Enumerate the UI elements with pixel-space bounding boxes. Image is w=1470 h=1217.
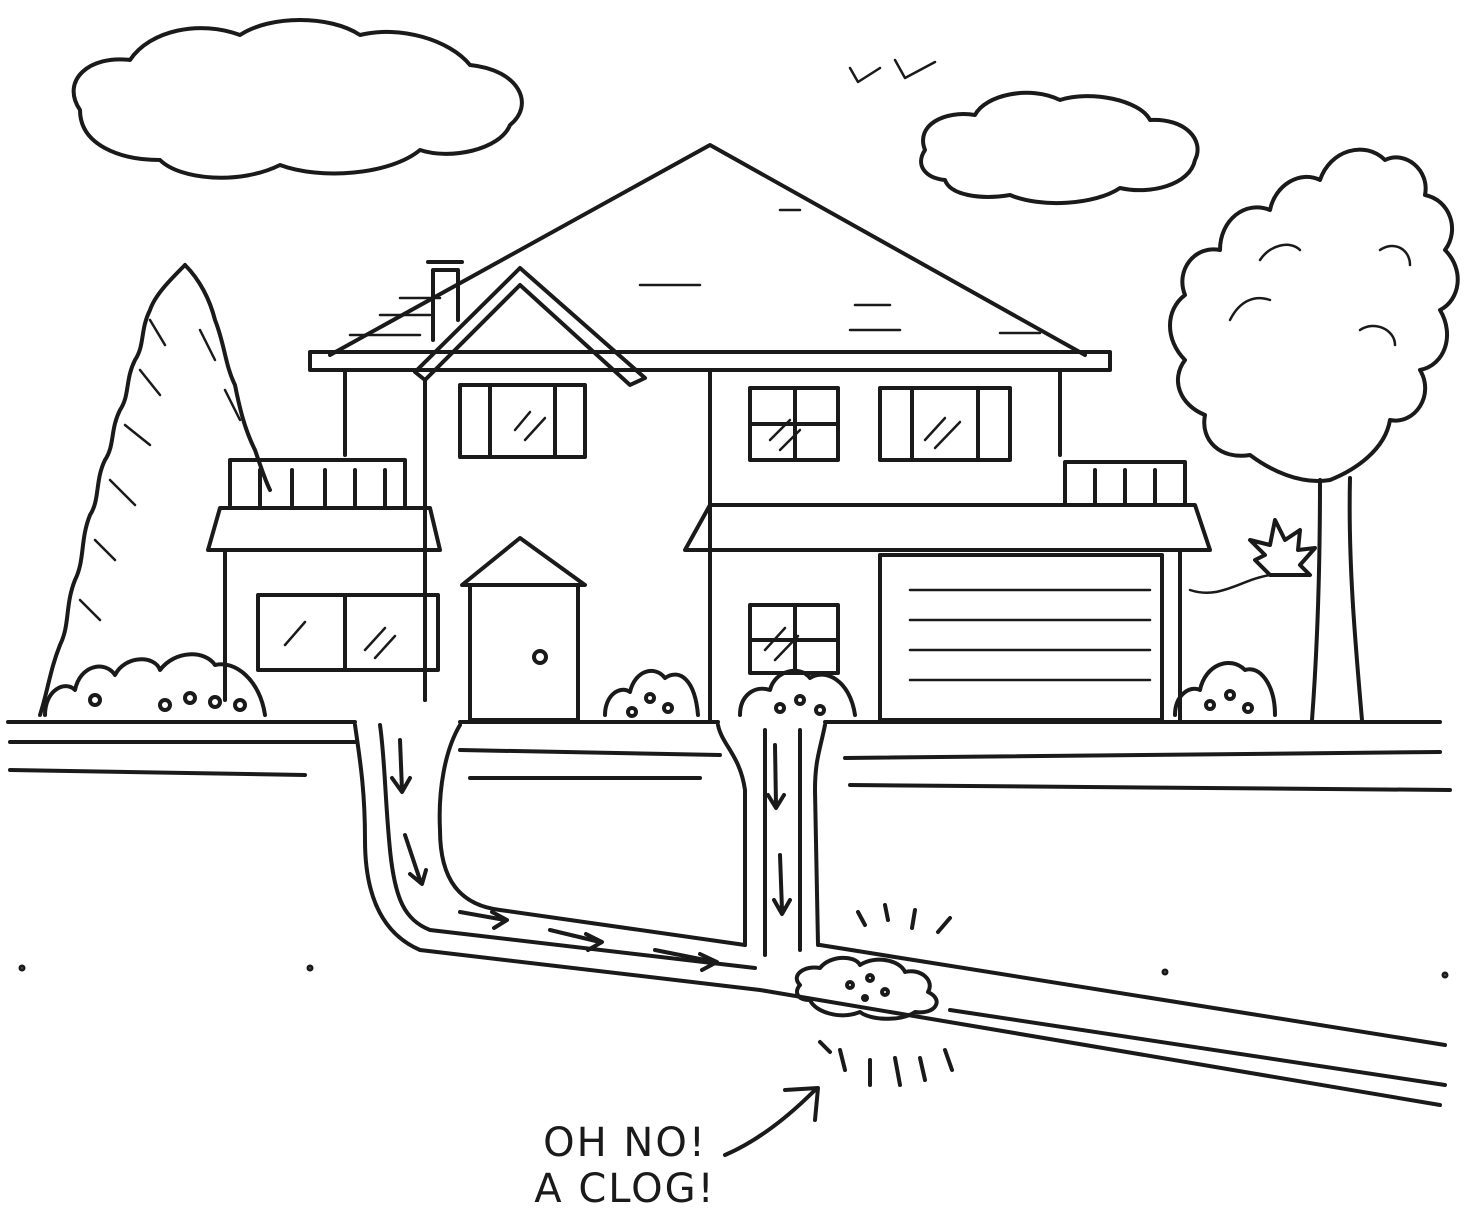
soil-layer-line xyxy=(845,752,1440,758)
chimney xyxy=(433,270,458,340)
bush xyxy=(1175,663,1275,715)
window-lower-left xyxy=(258,595,438,670)
garage-door xyxy=(880,555,1162,720)
main-roof xyxy=(330,145,1085,355)
door-pediment xyxy=(462,538,585,585)
drain-pipe-right xyxy=(718,725,745,945)
evergreen-tree xyxy=(40,265,185,715)
evergreen-branch xyxy=(80,320,240,620)
front-door xyxy=(470,585,578,720)
front-gable xyxy=(415,268,645,385)
bird xyxy=(895,60,935,78)
upper-wall-left xyxy=(345,370,425,455)
leaf-icon xyxy=(1250,520,1315,575)
bush-berries xyxy=(1206,691,1252,712)
caption-line-2: A CLOG! xyxy=(520,1166,730,1212)
window-upper-left xyxy=(460,385,585,457)
window-lower-right xyxy=(750,605,838,673)
bush-berries xyxy=(90,693,245,710)
sewer-main-lower xyxy=(950,1010,1445,1085)
soil-layer-line xyxy=(10,770,305,775)
sewer-main-upper xyxy=(820,945,1445,1045)
window-upper-right xyxy=(880,388,1010,460)
bush xyxy=(740,671,855,715)
leaf-stem xyxy=(1190,575,1270,593)
garage-door-panels xyxy=(910,590,1150,680)
tree-trunk xyxy=(1312,480,1320,720)
flow-arrows xyxy=(392,740,790,970)
specks xyxy=(21,967,1447,977)
bird xyxy=(850,68,880,82)
door-knob xyxy=(534,651,546,663)
deciduous-tree-canopy xyxy=(1170,150,1458,481)
drain-pipe-right-inner xyxy=(765,730,800,955)
drain-pipe-right xyxy=(815,725,825,945)
soil-layer-line xyxy=(460,750,720,755)
drain-pipe-left-mid xyxy=(380,725,755,968)
bush-berries xyxy=(776,696,824,714)
lower-wall-left xyxy=(225,550,425,700)
bush xyxy=(45,654,265,715)
upper-wall-right xyxy=(710,370,1060,505)
lower-wall-center xyxy=(425,380,710,720)
porch-roof-left xyxy=(208,508,440,550)
tree-canopy-detail xyxy=(1230,245,1410,345)
window-upper-middle xyxy=(750,388,838,460)
balcony-right-railing xyxy=(1065,462,1185,505)
porch-roof-right xyxy=(685,505,1210,550)
left-cloud xyxy=(74,20,522,178)
drain-pipe-left-inner xyxy=(440,725,745,945)
clog-debris xyxy=(847,975,888,1000)
tree-trunk xyxy=(1350,478,1362,720)
soil-layer-line xyxy=(850,785,1450,790)
balcony-left-railing xyxy=(230,460,405,505)
right-cloud xyxy=(921,93,1197,203)
drain-pipe-left-outer xyxy=(355,725,1440,1105)
pointer-arrow xyxy=(725,1090,815,1155)
clog-caption: OH NO! A CLOG! xyxy=(520,1120,730,1212)
caption-line-1: OH NO! xyxy=(520,1120,730,1166)
bush-berries xyxy=(628,694,672,716)
evergreen-tree-edge xyxy=(185,265,270,490)
